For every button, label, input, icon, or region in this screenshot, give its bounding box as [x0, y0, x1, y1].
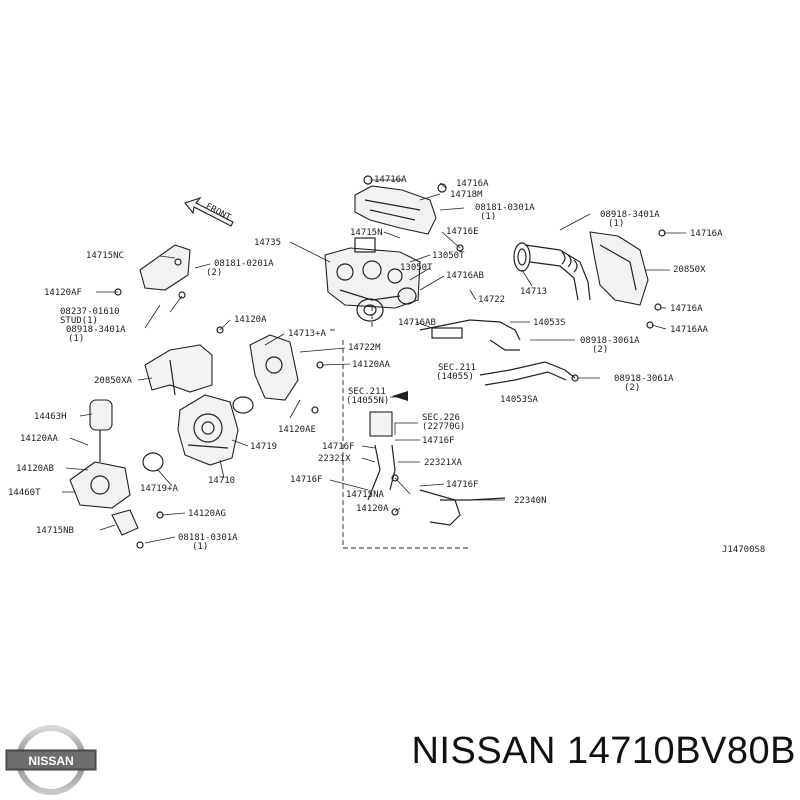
callout-label: 14713+A	[288, 329, 327, 339]
callout-label: 08918-3401A	[600, 210, 660, 220]
callout-label: 14716F	[322, 442, 355, 452]
callout-label: (14055N)	[346, 396, 389, 406]
front-label: FRONT	[204, 202, 233, 224]
callout-label: 14716AA	[670, 325, 709, 335]
callout-label: 14718M	[450, 190, 483, 200]
callout-label: 08181-0201A	[214, 259, 274, 269]
egr-valve-14722m	[249, 334, 299, 401]
callout-label: (22770G)	[422, 422, 465, 432]
callout-label: (14055)	[436, 372, 474, 382]
callout-label: 14716E	[446, 227, 479, 237]
nissan-logo: NISSAN	[5, 725, 97, 795]
callout-label: 14716AB	[398, 318, 436, 328]
callout-label: SEC.211	[438, 363, 476, 373]
callout-label: STUD(1)	[60, 316, 98, 326]
callout-label: (2)	[624, 383, 640, 393]
leader-lines	[62, 179, 686, 544]
diagram-code: J14700S8	[722, 545, 765, 555]
egr-tube-upper	[524, 244, 591, 301]
upper-heat-shield	[354, 175, 447, 235]
callout-label: 22321XA	[424, 458, 463, 468]
callout-label: 14722	[478, 295, 505, 305]
callout-label: 14716AB	[446, 271, 484, 281]
callout-label: 14716F	[446, 480, 479, 490]
front-direction-arrow: FRONT	[184, 196, 234, 227]
callout-label: 22321X	[318, 454, 351, 464]
callout-label: SEC.211	[348, 387, 386, 397]
egr-pipe-14053s	[419, 319, 521, 351]
callout-label: 14716A	[456, 179, 489, 189]
gaskets	[142, 242, 531, 472]
callout-label: 22340N	[514, 496, 547, 506]
callout-label: 08237-01610	[60, 307, 120, 317]
callout-label: 08181-0301A	[475, 203, 535, 213]
callout-label: 14716F	[422, 436, 455, 446]
callout-label: 14715NC	[86, 251, 124, 261]
callout-label: 14715N	[350, 228, 383, 238]
callout-label: 08918-3061A	[614, 374, 674, 384]
callout-label: 14120A	[234, 315, 267, 325]
callout-label: SEC.226	[422, 413, 460, 423]
callout-label: 14120A	[356, 504, 389, 514]
callout-label: (1)	[608, 219, 624, 229]
callout-label: 14460T	[8, 488, 41, 498]
heat-shield-left	[144, 344, 213, 396]
callout-label: 14120AA	[20, 434, 59, 444]
callout-label: 14053S	[533, 318, 566, 328]
logo-wordmark: NISSAN	[28, 754, 73, 768]
callout-label: 14716F	[290, 475, 323, 485]
callout-label: 14053SA	[500, 395, 539, 405]
callout-label: 14719+A	[140, 484, 179, 494]
callout-label: 13050T	[400, 263, 433, 273]
callout-label: (1)	[480, 212, 496, 222]
callout-label: 14716A	[690, 229, 723, 239]
callout-label: 14710	[208, 476, 235, 486]
egr-pipe-14053sa	[479, 361, 576, 386]
callout-label: 14715NB	[36, 526, 74, 536]
callout-label: 08181-0301A	[178, 533, 238, 543]
callout-label: 14463H	[34, 412, 67, 422]
egr-valve-14710	[177, 394, 239, 466]
bracket-14715nc	[139, 244, 191, 291]
callout-label: 20850X	[673, 265, 706, 275]
callout-label: (1)	[192, 542, 208, 552]
callout-label: 08918-3061A	[580, 336, 640, 346]
callout-label: 14120AE	[278, 425, 316, 435]
callout-label: 14716A	[374, 175, 407, 185]
callout-labels: 14716A 14716A 14718M 08181-0301A (1) 147…	[8, 175, 765, 555]
callout-label: 08918-3401A	[66, 325, 126, 335]
callout-label: 14120AF	[44, 288, 82, 298]
throttle-chamber	[69, 399, 131, 509]
callout-label: 14715NA	[346, 490, 385, 500]
section-reference-arrows	[392, 391, 418, 435]
callout-label: (1)	[68, 334, 84, 344]
bracket-14715nb	[111, 509, 139, 536]
callout-label: 14716A	[670, 304, 703, 314]
callout-label: 14120AA	[352, 360, 391, 370]
callout-label: (2)	[206, 268, 222, 278]
part-number-title: NISSAN 14710BV80B	[411, 730, 796, 772]
callout-label: 20850XA	[94, 376, 133, 386]
callout-label: 14735	[254, 238, 281, 248]
callout-label: 14722M	[348, 343, 381, 353]
callout-label: 14120AG	[188, 509, 226, 519]
callout-label: 14120AB	[16, 464, 54, 474]
egr-cooler-assembly	[324, 237, 421, 309]
callout-label: (2)	[592, 345, 608, 355]
callout-label: 13050T	[432, 251, 465, 261]
sensor-pipe-22340n	[440, 497, 506, 501]
heat-shield-right	[589, 231, 649, 306]
callout-label: 14719	[250, 442, 277, 452]
hose-assembly	[367, 411, 461, 526]
callout-label: 14713	[520, 287, 547, 297]
